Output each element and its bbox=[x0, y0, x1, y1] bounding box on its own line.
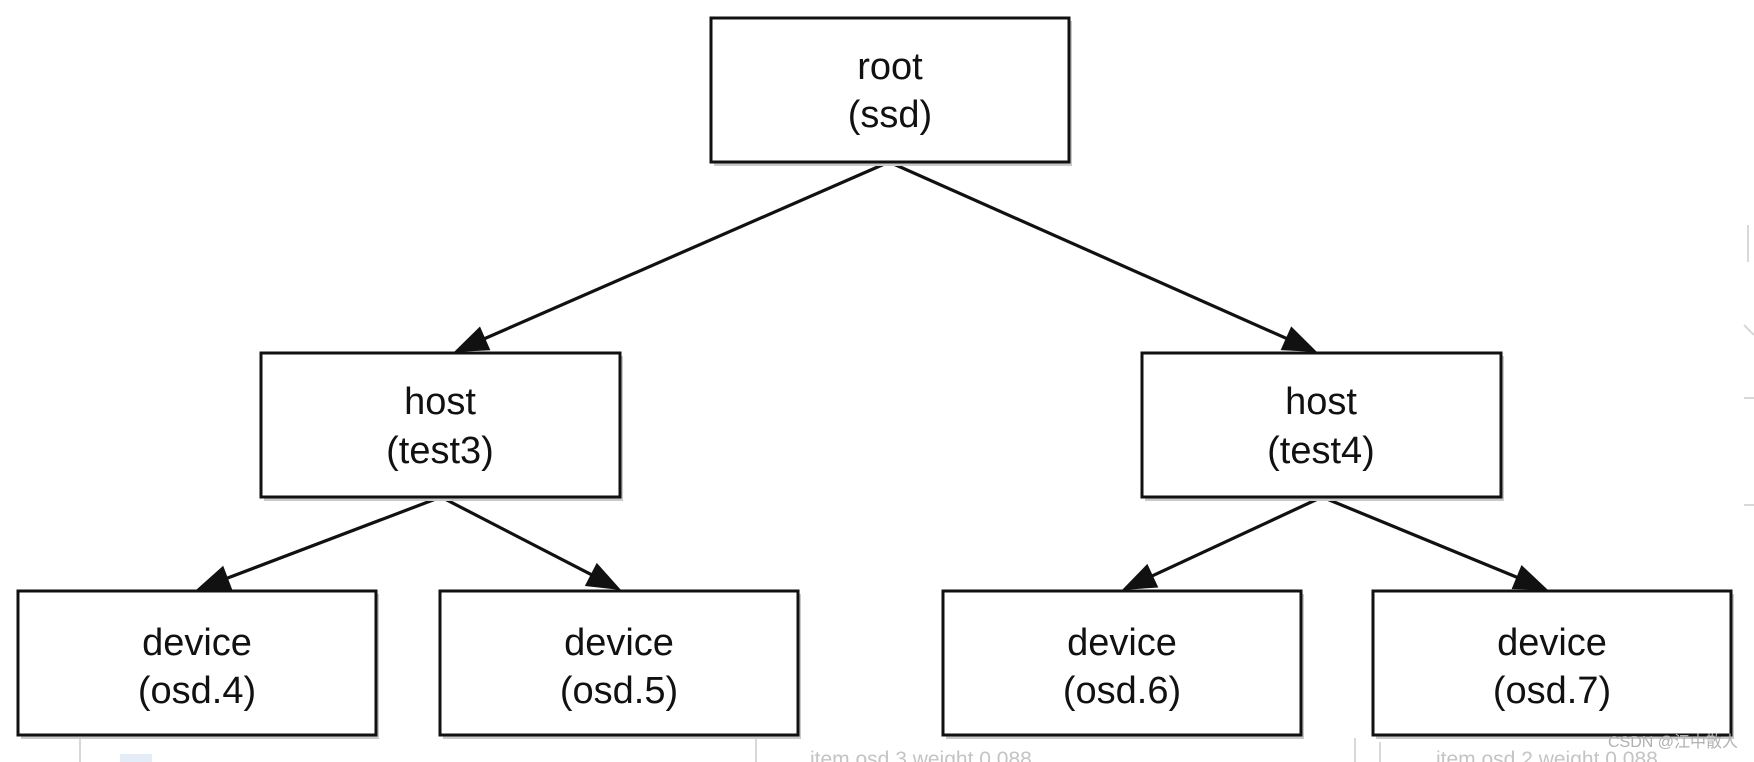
node-label: device bbox=[142, 622, 252, 664]
node-sublabel: (test4) bbox=[1267, 430, 1375, 472]
arrow-head bbox=[584, 562, 621, 590]
edge-host-test4-to-device-osd6 bbox=[1122, 495, 1323, 590]
node-box bbox=[16, 589, 378, 737]
node-sublabel: (osd.4) bbox=[138, 670, 256, 712]
background-block bbox=[120, 754, 152, 762]
node-box bbox=[438, 589, 800, 737]
arrow-head bbox=[454, 326, 491, 352]
node-box bbox=[709, 16, 1071, 164]
background-text-left: item osd.3 weight 0.088 bbox=[810, 748, 1032, 762]
node-box bbox=[1140, 351, 1503, 499]
arrow-head bbox=[1122, 563, 1159, 590]
arrow-head bbox=[196, 565, 233, 591]
node-device-osd6: device (osd.6) bbox=[941, 589, 1304, 739]
node-sublabel: (osd.5) bbox=[560, 670, 678, 712]
node-label: host bbox=[1285, 381, 1357, 423]
node-sublabel: (ssd) bbox=[848, 94, 932, 136]
node-label: device bbox=[1067, 622, 1177, 664]
node-root: root (ssd) bbox=[709, 16, 1072, 166]
node-device-osd5: device (osd.5) bbox=[438, 589, 801, 739]
node-box bbox=[941, 589, 1303, 737]
edges-layer bbox=[196, 160, 1548, 591]
arrow-head bbox=[1511, 565, 1548, 590]
node-label: device bbox=[564, 622, 674, 664]
background-rule bbox=[1743, 324, 1754, 336]
edge-line bbox=[480, 160, 890, 342]
node-host-test4: host (test4) bbox=[1140, 351, 1504, 501]
edge-host-test3-to-device-osd4 bbox=[196, 495, 442, 591]
background-text-right: item osd.2 weight 0.088 bbox=[1436, 748, 1658, 762]
arrow-head bbox=[1280, 326, 1317, 352]
node-sublabel: (osd.7) bbox=[1493, 670, 1611, 712]
edge-line bbox=[1321, 495, 1521, 581]
edge-host-test3-to-device-osd5 bbox=[440, 495, 621, 590]
edge-line bbox=[223, 495, 442, 581]
edge-line bbox=[1148, 495, 1323, 579]
watermark: CSDN @江中散人 bbox=[1608, 733, 1738, 751]
nodes-layer: root (ssd) host (test3) host (test4) dev… bbox=[16, 16, 1734, 739]
node-label: host bbox=[404, 381, 476, 423]
edge-host-test4-to-device-osd7 bbox=[1321, 495, 1548, 590]
edge-root-to-host-test3 bbox=[454, 160, 890, 352]
node-device-osd4: device (osd.4) bbox=[16, 589, 379, 739]
edge-line bbox=[888, 160, 1291, 342]
background-page: item osd.3 weight 0.088 item osd.2 weigh… bbox=[79, 225, 1754, 762]
node-sublabel: (osd.6) bbox=[1063, 670, 1181, 712]
node-device-osd7: device (osd.7) bbox=[1371, 589, 1734, 739]
edge-root-to-host-test4 bbox=[888, 160, 1317, 352]
node-host-test3: host (test3) bbox=[259, 351, 623, 501]
node-box bbox=[1371, 589, 1733, 737]
node-label: root bbox=[857, 46, 923, 88]
edge-line bbox=[440, 495, 596, 578]
node-sublabel: (test3) bbox=[386, 430, 494, 472]
node-box bbox=[259, 351, 622, 499]
node-label: device bbox=[1497, 622, 1607, 664]
